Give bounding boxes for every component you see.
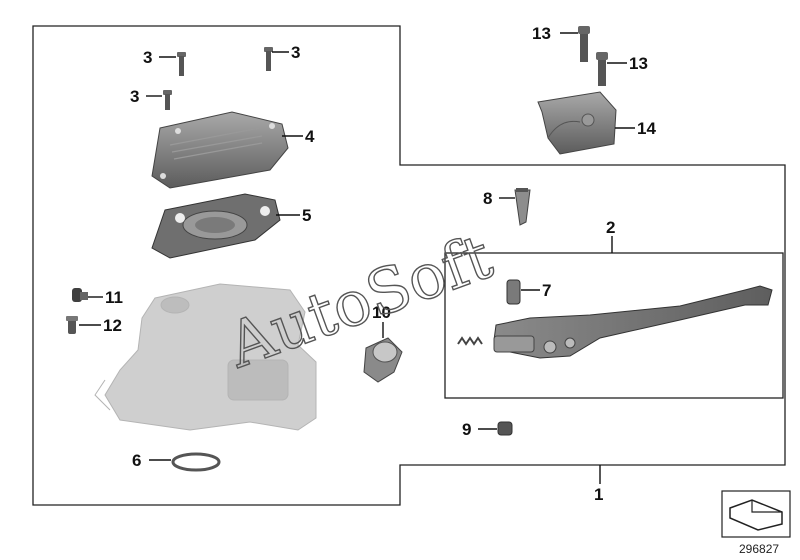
- reservoir-cover-part-4: [151, 111, 289, 189]
- master-cylinder-body: [94, 283, 317, 431]
- brake-lever: [493, 285, 773, 359]
- callout-12: 12: [103, 316, 122, 335]
- callout-6: 6: [132, 451, 141, 470]
- callout-3-a: 3: [143, 48, 152, 67]
- callout-7: 7: [542, 281, 551, 300]
- clamp-part-14: [537, 91, 617, 155]
- callout-13-b: 13: [629, 54, 648, 73]
- callout-11: 11: [105, 288, 123, 307]
- callout-9: 9: [462, 420, 471, 439]
- spring: [457, 336, 483, 346]
- screw-part-3-a: [177, 52, 186, 76]
- document-number: 296827: [739, 542, 779, 556]
- callout-5: 5: [302, 206, 311, 225]
- callout-2: 2: [606, 218, 615, 237]
- screw-part-3-c: [163, 90, 172, 110]
- screw-part-11: [72, 288, 88, 302]
- callout-8: 8: [483, 189, 492, 208]
- screw-part-3-b: [264, 47, 273, 71]
- diaphragm-part-5: [151, 193, 281, 259]
- sleeve-part-7: [506, 279, 521, 305]
- screw-part-13-b: [596, 52, 608, 86]
- o-ring-part-6: [171, 452, 221, 472]
- nut-part-9: [497, 421, 513, 436]
- callout-1: 1: [594, 485, 603, 504]
- callout-4: 4: [305, 127, 315, 146]
- watermark-text: AutoSoft: [217, 220, 501, 383]
- callout-10: 10: [372, 303, 391, 322]
- callout-3-c: 3: [130, 87, 139, 106]
- screw-part-13-a: [578, 26, 590, 62]
- bolt-part-12: [66, 316, 78, 334]
- assembly-frame: [32, 25, 786, 506]
- bushing-part-10: [363, 337, 403, 383]
- callout-13-a: 13: [532, 24, 551, 43]
- lever-assembly-box: [444, 252, 784, 399]
- callout-3-b: 3: [291, 43, 300, 62]
- pin-part-8: [514, 188, 531, 226]
- document-badge: [721, 490, 791, 538]
- callout-14: 14: [637, 119, 656, 138]
